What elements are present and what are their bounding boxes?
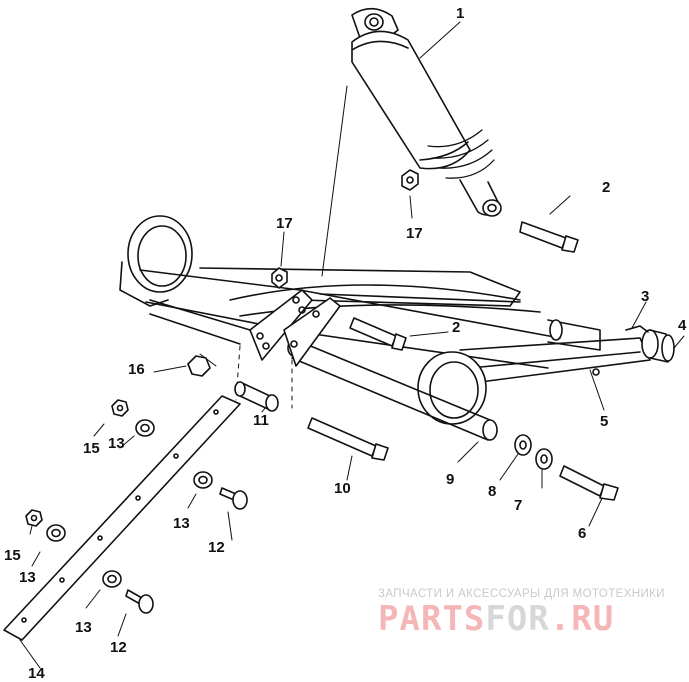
nut-15-lower <box>25 509 43 527</box>
callout-12-lower: 12 <box>110 639 127 656</box>
bolt-6 <box>559 465 619 501</box>
watermark-logo-parts: PARTS <box>378 599 486 639</box>
callout-10: 10 <box>334 480 351 497</box>
callout-8: 8 <box>488 483 497 500</box>
watermark-logo-tld: .RU <box>549 599 615 639</box>
callout-1: 1 <box>456 5 465 22</box>
shock-absorber <box>351 7 502 217</box>
callout-7: 7 <box>514 497 523 514</box>
carriage-bolt-12-upper <box>219 487 248 510</box>
nut-15-upper <box>111 399 129 417</box>
nut-17-lower <box>271 267 288 289</box>
nut-17-upper <box>401 169 419 191</box>
washer-13-a <box>135 419 155 437</box>
callout-2-lower: 2 <box>452 319 461 336</box>
bolt-2-lower <box>349 317 407 351</box>
callout-12-upper: 12 <box>208 539 225 556</box>
bolt-2-upper <box>519 221 579 253</box>
watermark-caption: ЗАПЧАСТИ И АКСЕССУАРЫ ДЛЯ МОТОТЕХНИКИ <box>378 588 665 600</box>
callout-2-upper: 2 <box>602 179 611 196</box>
callout-9: 9 <box>446 471 455 488</box>
spacer-11 <box>234 381 279 412</box>
washer-13-b <box>193 471 213 489</box>
callout-13-b: 13 <box>173 515 190 532</box>
watermark-logo: PARTSFOR.RU <box>378 602 614 636</box>
callout-13-c: 13 <box>19 569 36 586</box>
watermark-logo-for: FOR <box>485 599 550 639</box>
washer-8 <box>514 434 532 456</box>
callout-17-lower: 17 <box>276 215 293 232</box>
callout-13-d: 13 <box>75 619 92 636</box>
callout-15-lower: 15 <box>4 547 21 564</box>
callout-14: 14 <box>28 665 45 682</box>
leader-lines <box>19 21 685 669</box>
carriage-bolt-12-lower <box>125 589 154 614</box>
washer-7 <box>535 448 553 470</box>
nut-16 <box>187 355 211 377</box>
strap-14 <box>3 395 241 641</box>
callout-11: 11 <box>253 412 269 429</box>
callout-16: 16 <box>128 361 145 378</box>
callout-15-upper: 15 <box>83 440 100 457</box>
callout-17-upper: 17 <box>406 225 423 242</box>
swing-arm-frame <box>119 215 675 441</box>
callout-6: 6 <box>578 525 587 542</box>
callout-4: 4 <box>678 317 687 334</box>
callout-13-a: 13 <box>108 435 125 452</box>
callout-3: 3 <box>641 288 650 305</box>
washer-13-d <box>102 570 122 588</box>
washer-13-c <box>46 524 66 542</box>
bolt-10 <box>307 417 389 461</box>
callout-5: 5 <box>600 413 609 430</box>
